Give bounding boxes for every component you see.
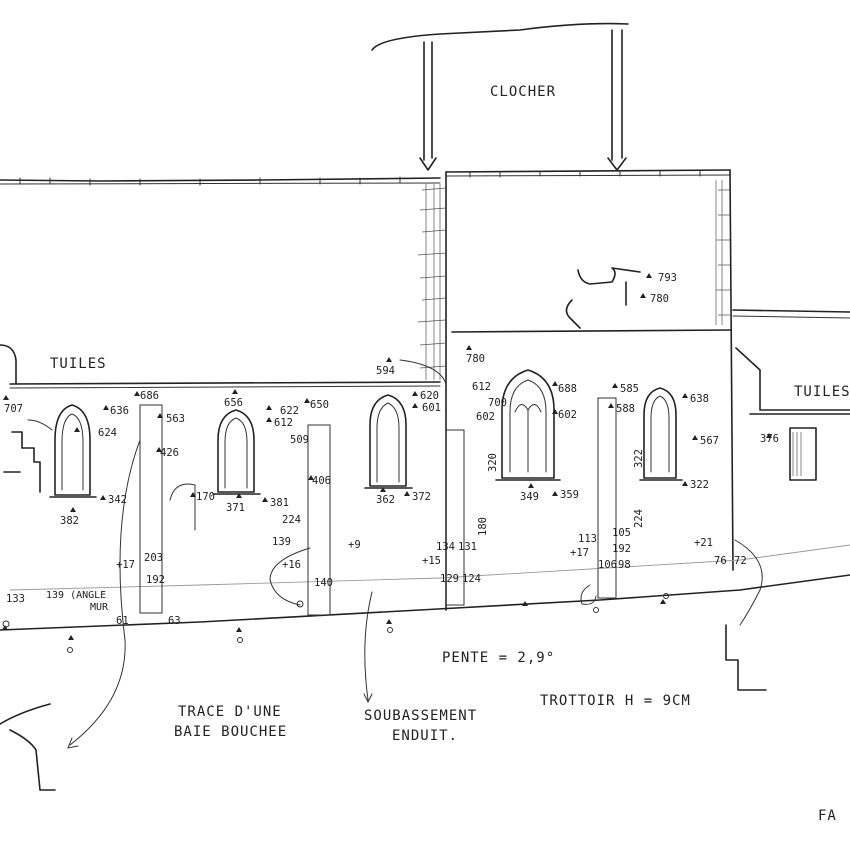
clocher-label: CLOCHER (490, 84, 556, 100)
dim-624: 624 (98, 427, 117, 439)
dim-688: 688 (558, 383, 577, 395)
dim-686: 686 (140, 390, 159, 402)
gothic-windows (49, 369, 817, 498)
soubassement-label-line1: SOUBASSEMENT (364, 708, 477, 724)
angle-label-line1: 139 (ANGLE (46, 590, 106, 601)
level-points (2, 593, 669, 653)
dim-793: 793 (658, 272, 677, 284)
dim-349: 349 (520, 491, 539, 503)
dim-700: 700 (488, 397, 507, 409)
dim-192b: 192 (612, 543, 631, 555)
annotation-leaders (27, 359, 763, 749)
tuiles-left-label: TUILES (50, 356, 107, 372)
dim-638: 638 (690, 393, 709, 405)
dim-113: 113 (578, 533, 597, 545)
dim-129: 129 (440, 573, 459, 585)
dim-650: 650 (310, 399, 329, 411)
dim-16: +16 (282, 559, 301, 571)
dim-61: 61 (116, 615, 129, 627)
trace-label-line1: TRACE D'UNE (178, 704, 282, 720)
trace-label-line2: BAIE BOUCHEE (174, 724, 287, 740)
dim-602b: 602 (558, 409, 577, 421)
dim-63: 63 (168, 615, 181, 627)
dim-612b: 612 (472, 381, 491, 393)
dim-620: 620 (420, 390, 439, 402)
dim-622: 622 (280, 405, 299, 417)
dim-131: 131 (458, 541, 477, 553)
tuiles-right-label: TUILES (794, 384, 850, 400)
dim-656: 656 (224, 397, 243, 409)
dim-9: +9 (348, 539, 361, 551)
dim-342: 342 (108, 494, 127, 506)
dim-133: 133 (6, 593, 25, 605)
dim-17b: +17 (570, 547, 589, 559)
dim-106: 106 (598, 559, 617, 571)
dim-588: 588 (616, 403, 635, 415)
dim-406: 406 (312, 475, 331, 487)
dim-359: 359 (560, 489, 579, 501)
dim-322a: 322 (633, 449, 645, 468)
dim-180: 180 (477, 517, 489, 536)
roof-lines (0, 169, 731, 186)
dim-780a: 780 (466, 353, 485, 365)
dim-140: 140 (314, 577, 333, 589)
dimension-labels: 707 636 624 686 563 426 342 382 656 622 … (4, 272, 779, 627)
dim-98: 98 (618, 559, 631, 571)
dim-72: 72 (734, 555, 747, 567)
dim-105: 105 (612, 527, 631, 539)
dim-371: 371 (226, 502, 245, 514)
dim-134: 134 (436, 541, 455, 553)
dim-17a: +17 (116, 559, 135, 571)
dim-567: 567 (700, 435, 719, 447)
dim-594: 594 (376, 365, 395, 377)
text-labels: PENTE = 2,9° TRACE D'UNE BAIE BOUCHEE SO… (46, 590, 837, 824)
dim-601: 601 (422, 402, 441, 414)
survey-markers (2, 273, 772, 640)
dim-563: 563 (166, 413, 185, 425)
dim-381: 381 (270, 497, 289, 509)
dim-203: 203 (144, 552, 163, 564)
dim-320: 320 (487, 453, 499, 472)
dim-76: 76 (714, 555, 727, 567)
dim-224b: 224 (633, 509, 645, 528)
dim-139: 139 (272, 536, 291, 548)
dim-362: 362 (376, 494, 395, 506)
right-annex: TUILES (725, 309, 850, 691)
nave-wall: TUILES (0, 344, 850, 791)
angle-label-line2: MUR (90, 602, 109, 613)
dim-224a: 224 (282, 514, 301, 526)
dim-372: 372 (412, 491, 431, 503)
dim-21: +21 (694, 537, 713, 549)
dim-612a: 612 (274, 417, 293, 429)
soubassement-label-line2: ENDUIT. (392, 728, 458, 744)
dim-192a: 192 (146, 574, 165, 586)
dim-780b: 780 (650, 293, 669, 305)
dim-426: 426 (160, 447, 179, 459)
bell-tower: CLOCHER (371, 22, 629, 171)
dim-170: 170 (196, 491, 215, 503)
dim-322b: 322 (690, 479, 709, 491)
dim-376: 376 (760, 433, 779, 445)
dim-382: 382 (60, 515, 79, 527)
trottoir-label: TROTTOIR H = 9CM (540, 693, 691, 709)
dim-602a: 602 (476, 411, 495, 423)
pente-label: PENTE = 2,9° (442, 650, 555, 666)
corner-label: FA (818, 808, 837, 824)
tower-body (417, 169, 734, 611)
dim-636: 636 (110, 405, 129, 417)
dim-124: 124 (462, 573, 481, 585)
dim-15: +15 (422, 555, 441, 567)
dim-585: 585 (620, 383, 639, 395)
dim-707: 707 (4, 403, 23, 415)
dim-509: 509 (290, 434, 309, 446)
